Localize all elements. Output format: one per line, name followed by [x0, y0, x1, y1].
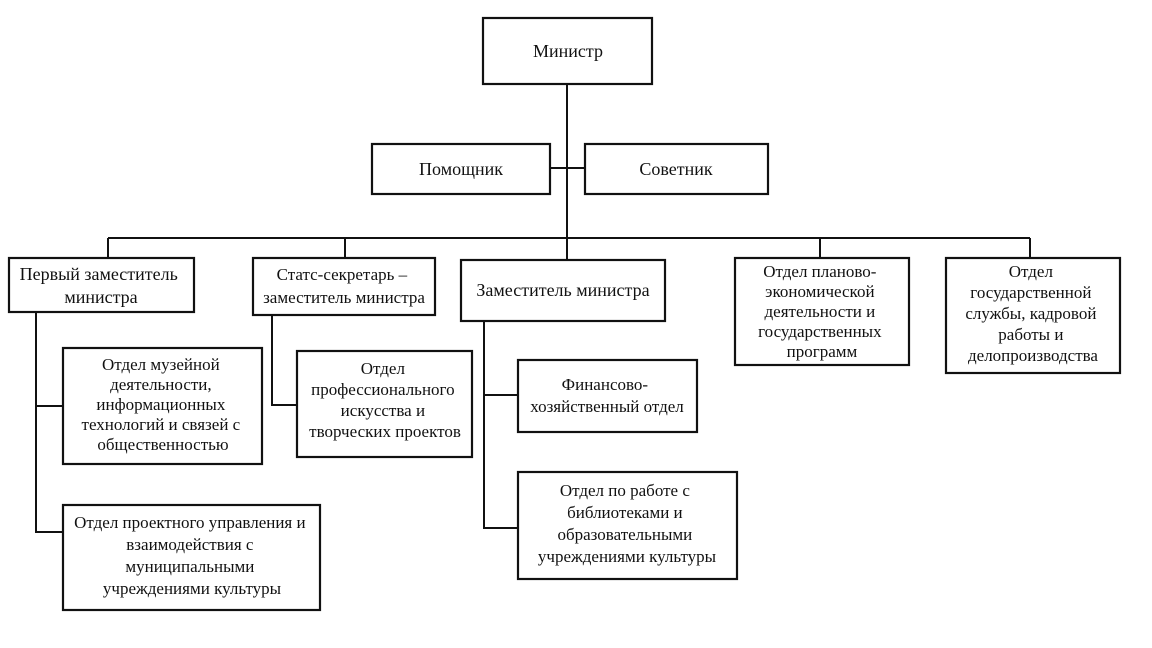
finance-text-1: Финансово-: [562, 375, 649, 394]
node-finance-department: Финансово- хозяйственный отдел: [516, 358, 699, 434]
node-civil-service-department: Отдел государственной службы, кадровой р…: [944, 256, 1122, 375]
state-secretary-text-1: Статс-секретарь –: [277, 265, 408, 284]
node-deputy: Заместитель министра: [459, 258, 667, 323]
svg-text:Отдел планово- экономиче: Отдел планово- экономической деятельност…: [758, 262, 886, 361]
professional-art-text-4: творческих проектов: [309, 422, 461, 441]
libraries-text-1: Отдел по работе с: [560, 481, 690, 500]
svg-text:Отдел музейной деятельно: Отдел музейной деятельности, информацион…: [82, 355, 245, 454]
planning-text-5: программ: [787, 342, 858, 361]
node-state-secretary: Статс-секретарь – заместитель министра: [251, 256, 437, 317]
node-professional-art-department: Отдел профессионального искусства и твор…: [295, 349, 474, 459]
planning-text-1: Отдел планово-: [763, 262, 877, 281]
civil-service-text-4: работы и: [998, 325, 1063, 344]
svg-text:Отдел государственной: Отдел государственной службы, кадровой р…: [965, 262, 1100, 365]
planning-text-3: деятельности и: [765, 302, 876, 321]
deputy-branch: [483, 321, 518, 529]
advisor-text-1: Советник: [639, 159, 713, 179]
civil-service-text-1: Отдел: [1009, 262, 1054, 281]
museum-text-5: общественностью: [97, 435, 229, 454]
node-minister: Министр: [481, 16, 654, 86]
svg-text:Советник: Советник: [639, 159, 713, 179]
svg-text:Помощник: Помощник: [419, 159, 503, 179]
svg-text:Заместитель министра: Заместитель министра: [476, 280, 649, 300]
libraries-text-3: образовательными: [557, 525, 692, 544]
node-project-management-department: Отдел проектного управления и взаимодейс…: [61, 503, 322, 612]
assistant-text-1: Помощник: [419, 159, 503, 179]
node-first-deputy: Первый заместитель министра: [7, 256, 196, 314]
node-libraries-department: Отдел по работе с библиотеками и образов…: [516, 470, 739, 581]
node-assistant: Помощник: [370, 142, 552, 196]
libraries-text-2: библиотеками и: [567, 503, 683, 522]
deputy-text-1: Заместитель министра: [476, 280, 649, 300]
first-deputy-text-1: Первый заместитель: [20, 264, 178, 284]
svg-text:Первый заместитель минис: Первый заместитель министра: [20, 264, 183, 307]
svg-text:Отдел профессионального: Отдел профессионального искусства и твор…: [309, 359, 461, 441]
svg-text:Статс-секретарь – замест: Статс-секретарь – заместитель министра: [263, 265, 425, 307]
project-text-1: Отдел проектного управления и: [74, 513, 305, 532]
libraries-text-4: учреждениями культуры: [538, 547, 717, 566]
svg-text:Министр: Министр: [533, 41, 603, 61]
project-text-4: учреждениями культуры: [103, 579, 282, 598]
planning-text-2: экономической: [765, 282, 874, 301]
state-secretary-branch: [271, 315, 297, 406]
project-text-2: взаимодействия с: [126, 535, 254, 554]
node-planning-department: Отдел планово- экономической деятельност…: [733, 256, 911, 367]
civil-service-text-2: государственной: [970, 283, 1091, 302]
svg-text:Отдел проектного управления и: Отдел проектного управления и взаимодейс…: [74, 513, 310, 598]
svg-text:Финансово- хозяйственный: Финансово- хозяйственный отдел: [530, 375, 684, 416]
finance-text-2: хозяйственный отдел: [530, 397, 684, 416]
svg-text:Отдел по работе с библио: Отдел по работе с библиотеками и образов…: [538, 481, 717, 566]
connector-lines: [35, 84, 1031, 533]
museum-text-4: технологий и связей с: [82, 415, 241, 434]
state-secretary-text-2: заместитель министра: [263, 288, 425, 307]
museum-text-2: деятельности,: [110, 375, 212, 394]
project-text-3: муниципальными: [125, 557, 254, 576]
professional-art-text-2: профессионального: [311, 380, 454, 399]
node-advisor: Советник: [583, 142, 770, 196]
professional-art-text-1: Отдел: [361, 359, 406, 378]
civil-service-text-5: делопроизводства: [968, 346, 1098, 365]
professional-art-text-3: искусства и: [341, 401, 425, 420]
planning-text-4: государственных: [758, 322, 882, 341]
node-museum-department: Отдел музейной деятельности, информацион…: [61, 346, 264, 466]
first-deputy-branch: [35, 312, 63, 533]
minister-text-1: Министр: [533, 41, 603, 61]
museum-text-3: информационных: [96, 395, 225, 414]
museum-text-1: Отдел музейной: [102, 355, 220, 374]
first-deputy-text-2: министра: [64, 287, 137, 307]
civil-service-text-3: службы, кадровой: [965, 304, 1096, 323]
